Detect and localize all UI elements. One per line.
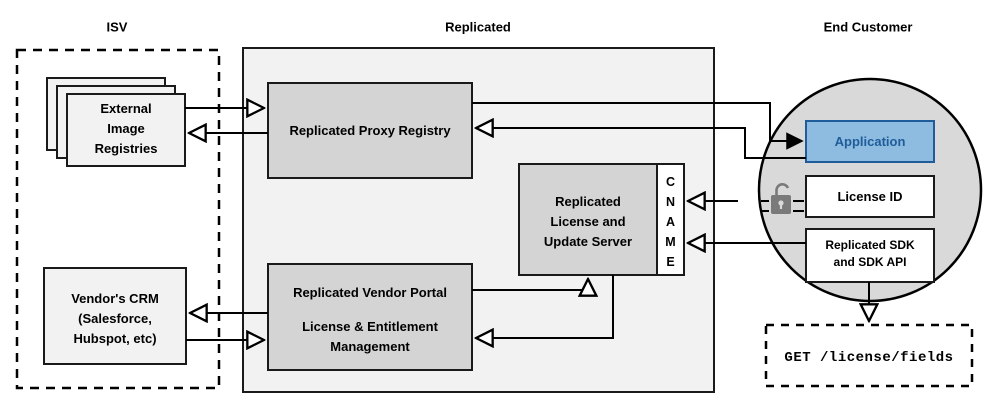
flow-license-server-to-vendor-portal bbox=[476, 275, 614, 338]
cname-letter-c: C bbox=[666, 175, 675, 189]
license-id-box bbox=[805, 175, 935, 218]
license-server-label-line2: License and bbox=[550, 214, 625, 229]
proxy-registry-label: Replicated Proxy Registry bbox=[289, 123, 451, 138]
vendor-crm-label-line1: Vendor's CRM bbox=[71, 291, 159, 306]
node-license-id[interactable]: License ID bbox=[805, 175, 935, 218]
node-application[interactable]: Application bbox=[805, 120, 935, 163]
node-license-update-server[interactable]: Replicated License and Update Server bbox=[518, 163, 658, 276]
application-box bbox=[805, 120, 935, 163]
flow-vendor-portal-to-license-server bbox=[472, 279, 588, 290]
replicated-sdk-label-line2: and SDK API bbox=[834, 255, 907, 269]
zone-end-customer-title: End Customer bbox=[824, 19, 913, 34]
replicated-sdk-label-line1: Replicated SDK bbox=[825, 238, 915, 252]
license-id-label: License ID bbox=[837, 189, 902, 204]
registries-label-line3: Registries bbox=[95, 141, 158, 156]
cname-letter-m: M bbox=[665, 235, 675, 249]
cname-letter-e: E bbox=[666, 255, 674, 269]
vendor-crm-label-line3: Hubspot, etc) bbox=[73, 331, 156, 346]
node-api-call[interactable]: GET /license/fields bbox=[764, 323, 974, 388]
vendor-crm-label-line2: (Salesforce, bbox=[78, 311, 152, 326]
node-replicated-sdk[interactable]: Replicated SDK and SDK API bbox=[805, 228, 935, 283]
node-proxy-registry[interactable]: Replicated Proxy Registry bbox=[267, 82, 473, 179]
replicated-sdk-box bbox=[805, 228, 935, 283]
vendor-portal-box bbox=[267, 263, 473, 371]
registries-label-line1: External bbox=[100, 101, 151, 116]
zone-isv: ISV bbox=[15, 19, 221, 390]
vendor-crm-box bbox=[43, 267, 187, 365]
node-vendor-crm[interactable]: Vendor's CRM (Salesforce, Hubspot, etc) bbox=[43, 267, 187, 365]
registries-label-line2: Image bbox=[107, 121, 145, 136]
cname-letter-n: N bbox=[666, 195, 675, 209]
zone-replicated-title: Replicated bbox=[445, 19, 511, 34]
vendor-portal-label-line1: Replicated Vendor Portal bbox=[293, 285, 447, 300]
flow-application-to-proxy bbox=[476, 128, 806, 159]
license-server-label-line3: Update Server bbox=[544, 234, 632, 249]
node-external-image-registries[interactable]: External Image Registries bbox=[46, 77, 186, 167]
flow-proxy-to-application bbox=[472, 102, 802, 141]
license-server-label-line1: Replicated bbox=[555, 194, 621, 209]
cname-box bbox=[656, 163, 685, 276]
node-vendor-portal[interactable]: Replicated Vendor Portal License & Entit… bbox=[267, 263, 473, 371]
vendor-portal-label-line4: Management bbox=[330, 339, 410, 354]
api-call-label: GET /license/fields bbox=[784, 350, 953, 366]
unlock-icon bbox=[761, 183, 804, 214]
zone-isv-title: ISV bbox=[107, 19, 128, 34]
proxy-registry-box bbox=[267, 82, 473, 179]
license-update-server-box bbox=[518, 163, 658, 276]
node-cname-strip[interactable]: C N A M E bbox=[656, 163, 685, 276]
cname-letter-a: A bbox=[666, 215, 675, 229]
vendor-portal-label-line3: License & Entitlement bbox=[302, 319, 438, 334]
registries-card-front bbox=[66, 93, 186, 167]
zone-isv-border bbox=[15, 48, 221, 390]
application-label: Application bbox=[835, 134, 906, 149]
